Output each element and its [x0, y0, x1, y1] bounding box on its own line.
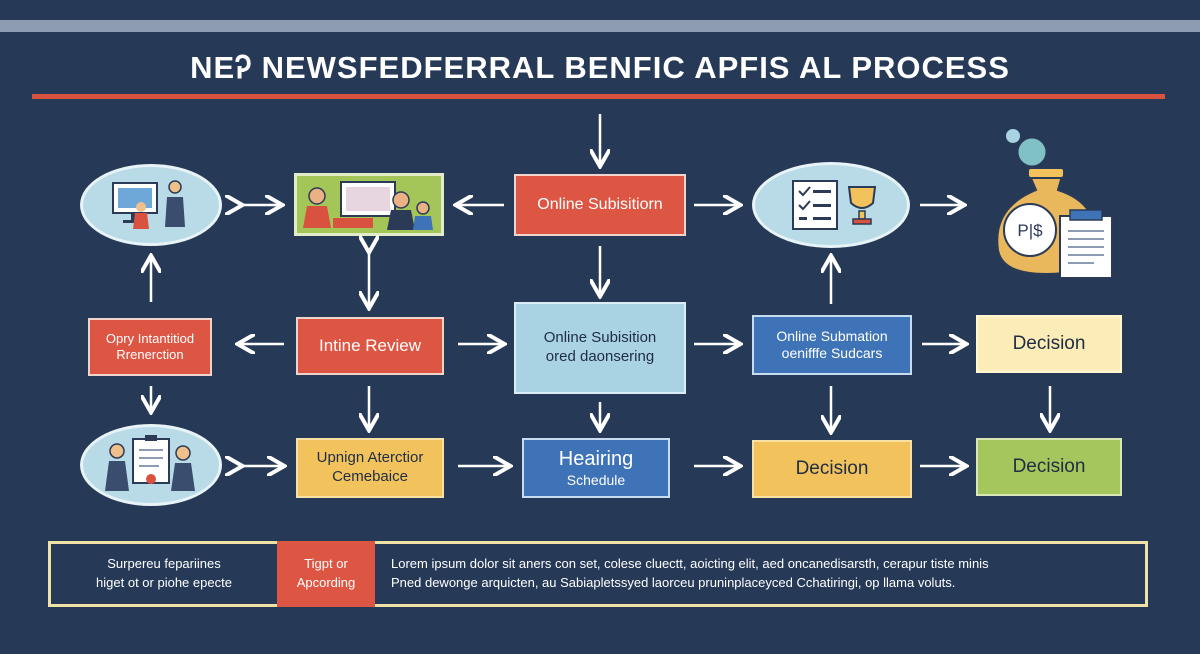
money-bag-icon: P|$: [996, 129, 1113, 279]
node-online-submation: Online Submation oenifffe Sudcars: [752, 315, 912, 375]
node-decision-cream: Decision: [976, 315, 1122, 373]
node-decision-yellow: Decision: [752, 440, 912, 498]
checklist-trophy-oval: [752, 162, 910, 248]
computer-user-icon: [112, 180, 185, 229]
footer-col-2: Tigpt or Apcording: [277, 541, 375, 607]
team-meeting-image: [294, 173, 444, 236]
agreement-handshake-icon: [105, 435, 195, 491]
node-decision-green: Decision: [976, 438, 1122, 496]
node-opry-intantitiod: Opry Intantitiod Rrenerction: [88, 318, 212, 376]
page-title: NEᎮ NEWSFEDFERRAL BENFIC APFIS AL PROCES…: [190, 50, 1010, 85]
footer-col-1: Surpereu fepariines higet ot or piohe ep…: [96, 556, 232, 590]
agreement-oval: [80, 424, 222, 506]
team-meeting-icon: [303, 181, 433, 230]
money-bag-label: P|$: [1017, 221, 1043, 240]
info-footer: Surpereu fepariines higet ot or piohe ep…: [48, 541, 1148, 607]
checklist-trophy-icon: [792, 180, 877, 230]
node-hearing-schedule: Heairing Schedule: [522, 438, 670, 498]
node-online-submission-top: Online Subisitiorn: [514, 174, 686, 236]
computer-user-oval: [80, 164, 222, 246]
title-divider: [32, 94, 1165, 99]
node-upnign-aterctior: Upnign Aterctior Cemebaice: [296, 438, 444, 498]
footer-col-3: Lorem ipsum dolor sit aners con set, col…: [391, 556, 989, 590]
top-stripe: [0, 20, 1200, 32]
node-online-subisition-mid: Online Subisition ored daonsering: [514, 302, 686, 394]
node-intine-review: Intine Review: [296, 317, 444, 375]
